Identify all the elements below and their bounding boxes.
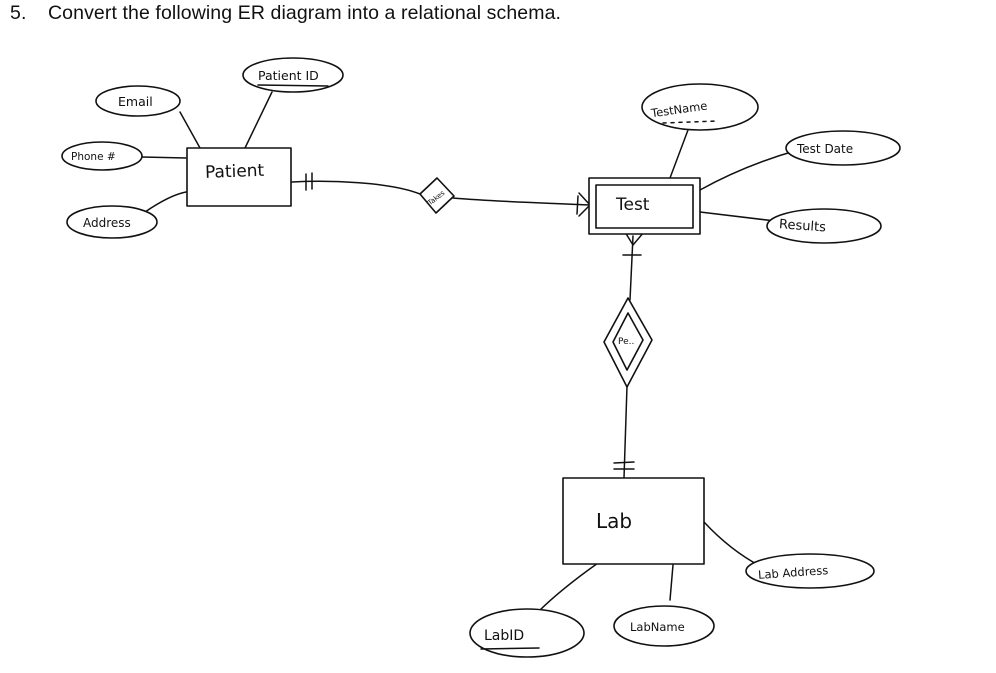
test-crowfoot bbox=[578, 192, 591, 217]
connector-phone bbox=[141, 156, 187, 159]
connector-patient-id bbox=[244, 91, 273, 149]
attr-email: Email bbox=[95, 85, 181, 117]
attr-phone-label: Phone # bbox=[71, 151, 116, 163]
attr-test-name-oval bbox=[641, 83, 759, 131]
connector-test-performed bbox=[629, 235, 634, 301]
attr-test-name-partial-underline bbox=[662, 120, 719, 124]
question-number: 5. bbox=[10, 2, 27, 24]
attr-lab-id-oval bbox=[469, 608, 585, 658]
connector-address bbox=[144, 191, 187, 213]
attr-lab-address-oval bbox=[745, 553, 875, 589]
attr-test-date: Test Date bbox=[785, 130, 901, 166]
entity-test-inner-box bbox=[595, 184, 694, 229]
connector-patient-takes bbox=[291, 180, 421, 195]
entity-patient-label: Patient bbox=[205, 161, 265, 183]
attr-address: Address bbox=[66, 205, 158, 239]
entity-patient: Patient bbox=[186, 147, 292, 207]
connector-lab-id bbox=[537, 562, 599, 613]
attr-patient-id: Patient ID bbox=[242, 57, 344, 93]
entity-test-label: Test bbox=[615, 195, 650, 215]
attr-patient-id-label: Patient ID bbox=[258, 68, 319, 83]
entity-lab-box bbox=[562, 477, 705, 565]
relationship-performed-inner bbox=[612, 312, 644, 371]
connector-results bbox=[699, 211, 776, 222]
attr-patient-id-underline bbox=[257, 84, 329, 87]
entity-lab: Lab bbox=[562, 477, 705, 565]
attr-lab-id-underline bbox=[480, 647, 540, 650]
attr-patient-id-oval bbox=[242, 57, 344, 93]
relationship-performed-by: Pe.. bbox=[603, 297, 653, 388]
connector-performed-lab bbox=[623, 385, 628, 479]
relationship-takes-diamond bbox=[419, 177, 455, 214]
attr-lab-address-label: Lab Address bbox=[758, 563, 829, 582]
test-crowfoot-bottom bbox=[624, 231, 645, 246]
attr-address-oval bbox=[66, 205, 158, 239]
lab-one-mark-1 bbox=[613, 461, 635, 464]
test-one-mark bbox=[576, 195, 579, 215]
attr-phone: Phone # bbox=[61, 141, 143, 171]
attr-results: Results bbox=[766, 208, 882, 244]
connector-test-name bbox=[669, 129, 689, 179]
question-prompt: Convert the following ER diagram into a … bbox=[48, 2, 562, 24]
attr-phone-oval bbox=[61, 141, 143, 171]
connectors bbox=[141, 91, 799, 613]
attr-lab-name-oval bbox=[613, 605, 715, 647]
attr-results-label: Results bbox=[779, 217, 827, 235]
relationship-takes: Takes bbox=[419, 177, 455, 214]
attr-lab-name: LabName bbox=[613, 605, 715, 647]
attr-lab-name-label: LabName bbox=[630, 620, 685, 634]
entity-test: Test bbox=[588, 177, 701, 235]
connector-test-date bbox=[699, 149, 799, 191]
entity-patient-box bbox=[186, 147, 292, 207]
attr-results-oval bbox=[766, 208, 882, 244]
attr-email-oval bbox=[95, 85, 181, 117]
attr-lab-id-label: LabID bbox=[484, 628, 524, 644]
attr-test-date-oval bbox=[785, 130, 901, 166]
attr-email-label: Email bbox=[118, 94, 153, 109]
attr-test-name: TestName bbox=[641, 83, 759, 131]
entity-lab-label: Lab bbox=[596, 509, 632, 533]
attr-address-label: Address bbox=[83, 216, 131, 230]
attr-lab-id: LabID bbox=[469, 608, 585, 658]
question-text: 5. Convert the following ER diagram into … bbox=[10, 2, 561, 25]
relationship-performed-label: Pe.. bbox=[618, 337, 634, 347]
connector-lab-name bbox=[669, 564, 674, 601]
connector-email bbox=[179, 111, 201, 149]
connector-lab-address bbox=[703, 521, 761, 567]
connector-takes-test bbox=[452, 197, 591, 206]
attr-lab-address: Lab Address bbox=[745, 553, 875, 589]
attr-test-date-label: Test Date bbox=[796, 142, 853, 156]
